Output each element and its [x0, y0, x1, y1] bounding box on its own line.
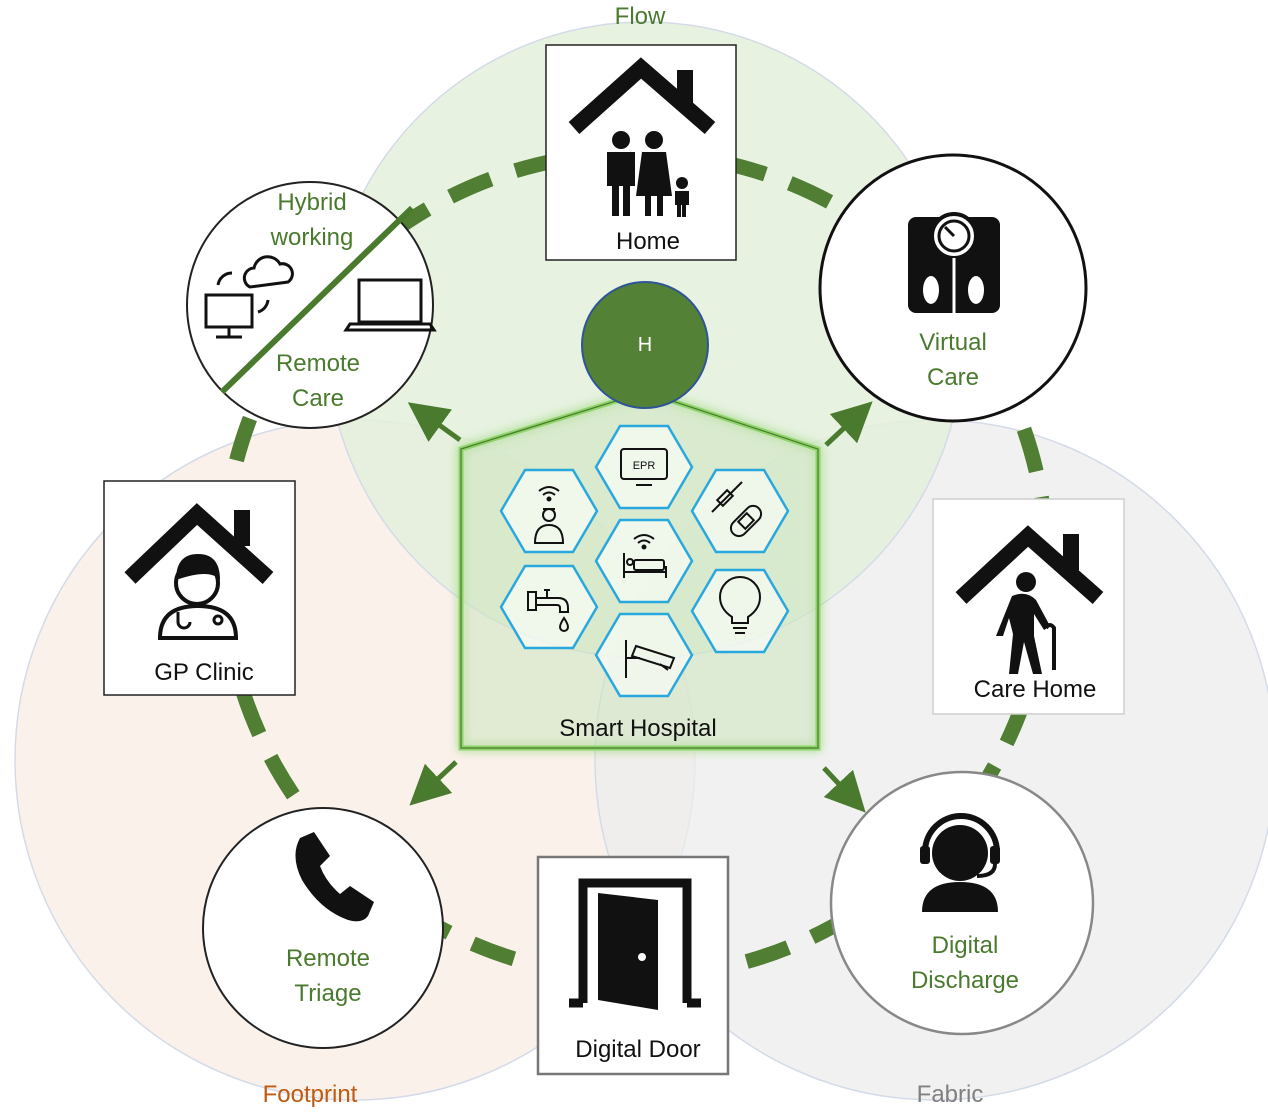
epr-monitor-icon: EPR — [620, 448, 668, 486]
remote-triage-circle — [202, 807, 444, 1049]
hybrid-working-line1: Hybrid — [277, 189, 347, 216]
hybrid-divider — [219, 205, 415, 395]
gp-clinic-label: GP Clinic — [154, 659, 254, 686]
flow-circle-label: Flow — [614, 3, 666, 30]
remote-care-line2: Care — [291, 385, 345, 412]
footprint-circle-label: Footprint — [262, 1081, 358, 1108]
wifi-nurse-icon — [533, 486, 565, 544]
hex-cctv — [594, 612, 694, 698]
hospital-badge — [581, 281, 709, 409]
headset-agent-icon — [920, 813, 1000, 912]
digital-door-box — [536, 855, 730, 1076]
hybrid-working-line2: working — [270, 224, 354, 251]
elderly-house-icon — [955, 525, 1104, 674]
remote-triage-line2: Triage — [294, 980, 362, 1007]
tap-water-icon — [527, 589, 570, 632]
hex-syringe — [690, 468, 790, 554]
hospital-arrows — [407, 401, 873, 813]
hex-grid — [499, 424, 790, 698]
hex-nurse — [499, 468, 599, 554]
virtual-care-line1: Virtual — [919, 329, 987, 356]
hex-tap — [499, 564, 599, 650]
syringe-plaster-icon — [711, 481, 763, 538]
light-bulb-icon — [718, 576, 762, 634]
home-box — [545, 44, 737, 261]
arrow-to-virtual-care — [824, 401, 873, 447]
digital-discharge-line1: Digital — [931, 932, 999, 959]
arrow-to-remote-triage — [409, 760, 458, 806]
fabric-circle-label: Fabric — [916, 1081, 984, 1108]
hex-bulb — [690, 568, 790, 654]
remote-triage-line1: Remote — [285, 945, 371, 972]
cctv-camera-icon — [625, 640, 676, 678]
door-icon — [569, 878, 701, 1010]
laptop-icon — [343, 278, 437, 332]
digital-discharge-line2: Discharge — [910, 967, 1020, 994]
smart-hospital-label: Smart Hospital — [559, 715, 717, 742]
arrow-to-discharge — [822, 766, 866, 813]
virtual-care-line2: Care — [926, 364, 980, 391]
doctor-house-icon — [124, 503, 274, 640]
digital-door-label: Digital Door — [575, 1036, 701, 1063]
home-label: Home — [615, 228, 681, 255]
epr-text: EPR — [633, 460, 656, 472]
cloud-sync-computer-icon — [204, 255, 294, 339]
smart-scale-icon — [908, 212, 1000, 313]
hospital-badge-label: H — [637, 334, 653, 356]
phone-icon — [295, 832, 374, 922]
family-house-icon — [568, 57, 716, 217]
arrow-to-hybrid — [407, 402, 462, 443]
care-home-label: Care Home — [973, 676, 1097, 703]
hex-epr — [594, 424, 694, 510]
remote-care-line1: Remote — [275, 350, 361, 377]
wifi-bed-icon — [623, 534, 667, 578]
